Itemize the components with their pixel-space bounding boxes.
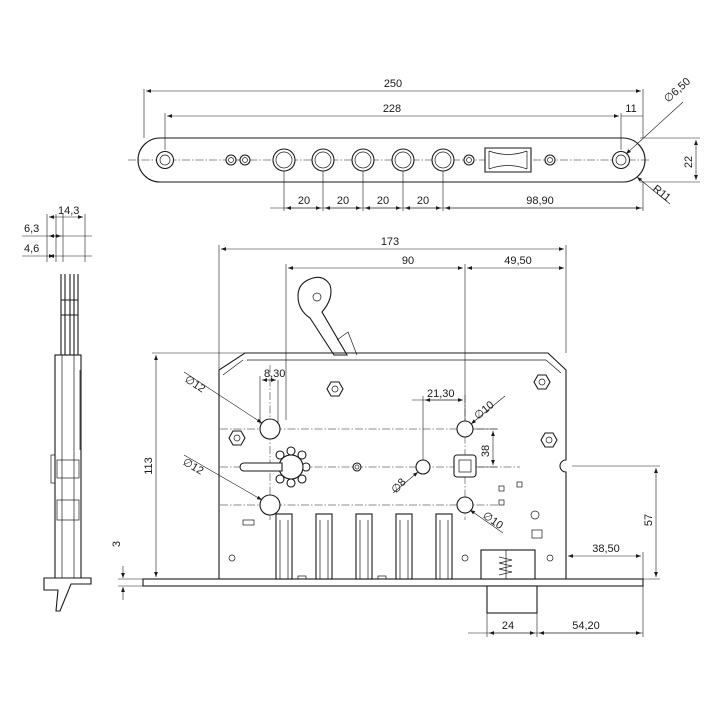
label-pitch-2: 20 bbox=[337, 195, 349, 207]
hex-nut-2 bbox=[533, 374, 551, 390]
small-hole-pair bbox=[225, 154, 251, 166]
dim-lower-height: 57 bbox=[572, 465, 660, 580]
label-173: 173 bbox=[381, 236, 399, 248]
label-6-3: 6,3 bbox=[24, 223, 39, 235]
dim-side-thickness: 14,3 6,3 4,6 bbox=[22, 205, 92, 262]
side-foot bbox=[43, 577, 92, 612]
case-outline bbox=[218, 352, 567, 579]
small-hole-right bbox=[544, 154, 556, 166]
small-hole-mid bbox=[463, 154, 475, 166]
label-r11: R11 bbox=[650, 183, 673, 204]
dim-plate-height: 22 bbox=[640, 137, 700, 183]
hole-d12-lower bbox=[259, 494, 281, 516]
fixing-hole-left bbox=[155, 150, 175, 170]
base-plate bbox=[142, 578, 644, 587]
label-57: 57 bbox=[643, 514, 655, 526]
label-54-20: 54,20 bbox=[572, 620, 600, 632]
hole-d10-lower bbox=[456, 496, 474, 514]
pin-holes bbox=[272, 148, 455, 172]
side-view: 14,3 6,3 4,6 bbox=[22, 205, 92, 612]
dim-pin-pitch: 20 20 20 20 98,90 bbox=[270, 171, 644, 211]
label-21-30: 21,30 bbox=[427, 388, 455, 400]
label-38-50: 38,50 bbox=[592, 543, 620, 555]
label-3: 3 bbox=[111, 541, 123, 547]
dim-case-width: 173 bbox=[218, 236, 567, 370]
label-dia-6-50: ∅6,50 bbox=[662, 76, 693, 106]
hole-small bbox=[352, 462, 362, 472]
side-body bbox=[54, 354, 82, 584]
label-38: 38 bbox=[480, 445, 492, 457]
label-98-90: 98,90 bbox=[526, 195, 554, 207]
bolt-housing bbox=[480, 549, 536, 580]
label-dia-12-upper: ∅12 bbox=[182, 373, 207, 395]
label-24: 24 bbox=[502, 620, 514, 632]
label-90: 90 bbox=[402, 255, 414, 267]
dim-pin-offset: 21,30 bbox=[412, 388, 463, 460]
dim-end-radius: R11 bbox=[636, 176, 673, 204]
label-dia-8: ∅8 bbox=[389, 476, 408, 496]
dim-key-offsets: 90 49,50 bbox=[285, 255, 564, 421]
label-228: 228 bbox=[383, 103, 401, 115]
dim-edge-to-bolt: 38,50 bbox=[568, 543, 644, 579]
label-pitch-3: 20 bbox=[377, 195, 389, 207]
spindle-square bbox=[453, 454, 477, 478]
label-8-30: 8,30 bbox=[264, 368, 285, 380]
dim-case-height: 113 bbox=[143, 352, 245, 580]
label-14-3: 14,3 bbox=[58, 205, 79, 217]
hex-nut-4 bbox=[540, 432, 558, 448]
dim-diameters: ∅12 ∅12 ∅10 ∅10 ∅8 bbox=[181, 371, 506, 534]
label-49-50: 49,50 bbox=[504, 255, 532, 267]
tumblers bbox=[275, 513, 453, 580]
label-dia-10-lower: ∅10 bbox=[480, 510, 505, 532]
dim-base-thickness: 3 bbox=[111, 541, 143, 600]
label-11: 11 bbox=[625, 103, 636, 115]
lever bbox=[297, 276, 348, 356]
faceplate-outline bbox=[137, 137, 646, 183]
spring bbox=[498, 556, 513, 576]
faceplate-view: 250 228 11 ∅6,50 22 R11 bbox=[128, 76, 700, 211]
label-4-6: 4,6 bbox=[24, 243, 39, 255]
label-pitch-1: 20 bbox=[298, 195, 310, 207]
cam-slot bbox=[239, 462, 283, 472]
dim-overall-length: 250 bbox=[143, 78, 644, 138]
label-dia-12-lower: ∅12 bbox=[181, 456, 206, 477]
side-latch bbox=[60, 274, 79, 355]
dim-hole-offset: 8,30 bbox=[259, 368, 285, 424]
dim-fixing-span: 228 11 bbox=[164, 103, 643, 150]
hex-nut-3 bbox=[228, 430, 246, 446]
hole-d10-upper bbox=[456, 420, 474, 438]
label-113: 113 bbox=[143, 457, 155, 475]
latch-slot bbox=[484, 147, 532, 173]
hole-d12-upper bbox=[259, 418, 281, 440]
fixing-hole-right bbox=[611, 150, 631, 170]
label-22: 22 bbox=[683, 156, 695, 168]
dim-spindle-spacing: 38 bbox=[473, 428, 497, 468]
dim-bolt: 24 54,20 bbox=[468, 586, 644, 637]
bolt bbox=[486, 585, 538, 614]
label-pitch-4: 20 bbox=[417, 195, 429, 207]
label-250: 250 bbox=[384, 78, 402, 90]
front-view: 173 90 49,50 8,30 21,30 ∅12 bbox=[111, 236, 660, 637]
hole-d8 bbox=[415, 459, 431, 475]
label-dia-10-upper: ∅10 bbox=[472, 399, 496, 422]
hex-nut-1 bbox=[326, 381, 344, 397]
